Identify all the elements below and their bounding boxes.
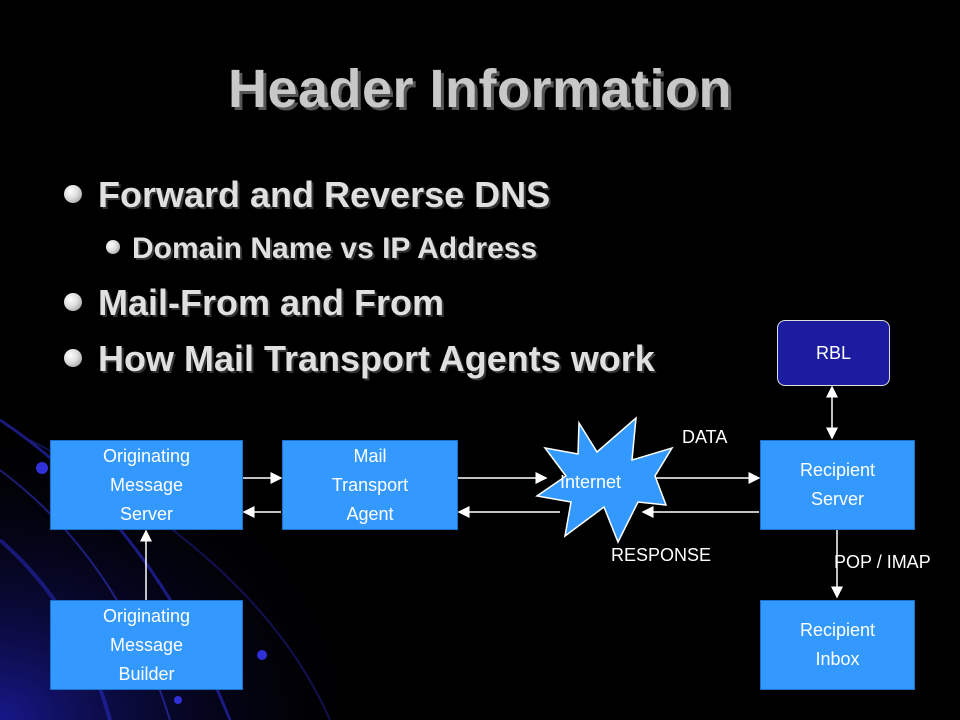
bullet-item: Mail-From and From	[64, 282, 444, 324]
data-label: DATA	[682, 427, 728, 447]
mta-node: Mail Transport Agent	[282, 440, 458, 530]
response-label: RESPONSE	[611, 545, 712, 565]
node-label-line: Recipient	[799, 620, 876, 640]
bullet-text: How Mail Transport Agents work	[98, 338, 655, 379]
node-label-line: Inbox	[815, 649, 860, 669]
bullet-list: Forward and Reverse DNS Domain Name vs I…	[64, 174, 655, 380]
sub-bullet-icon	[106, 240, 120, 255]
rbl-node: RBL	[777, 320, 890, 386]
node-label-line: Message	[109, 474, 184, 495]
node-label-line: Builder	[118, 663, 175, 684]
bullet-text: Forward and Reverse DNS	[98, 174, 551, 215]
node-label-line: Originating	[102, 605, 191, 626]
internet-label: Internet	[560, 472, 622, 492]
recipient-inbox-node: Recipient Inbox	[760, 600, 915, 690]
bullet-item: Forward and Reverse DNS	[64, 174, 550, 216]
internet-burst-shape	[535, 416, 674, 544]
node-label-line: Server	[119, 503, 173, 524]
node-label-line: Originating	[102, 445, 191, 466]
originating-server-node: Originating Message Server	[50, 440, 243, 530]
node-label-line: Mail	[353, 445, 387, 466]
node-label-line: Transport	[331, 474, 409, 495]
node-label-line: Server	[810, 489, 864, 509]
pop-imap-label: POP / IMAP	[834, 552, 931, 572]
bullet-icon	[64, 293, 82, 312]
slide-title: Header Information	[227, 59, 733, 119]
recipient-server-node: Recipient Server	[760, 440, 915, 530]
bullet-icon	[64, 349, 82, 368]
originating-builder-node: Originating Message Builder	[50, 600, 243, 690]
node-label-line: Recipient	[799, 460, 876, 480]
bullet-icon	[64, 185, 82, 204]
sub-bullet-text: Domain Name vs IP Address	[132, 232, 538, 265]
node-label-line: Message	[109, 634, 184, 655]
node-label-line: Agent	[346, 503, 394, 524]
bullet-text: Mail-From and From	[98, 282, 445, 323]
bullet-item: How Mail Transport Agents work	[64, 338, 655, 380]
sub-bullet-item: Domain Name vs IP Address	[106, 232, 537, 266]
